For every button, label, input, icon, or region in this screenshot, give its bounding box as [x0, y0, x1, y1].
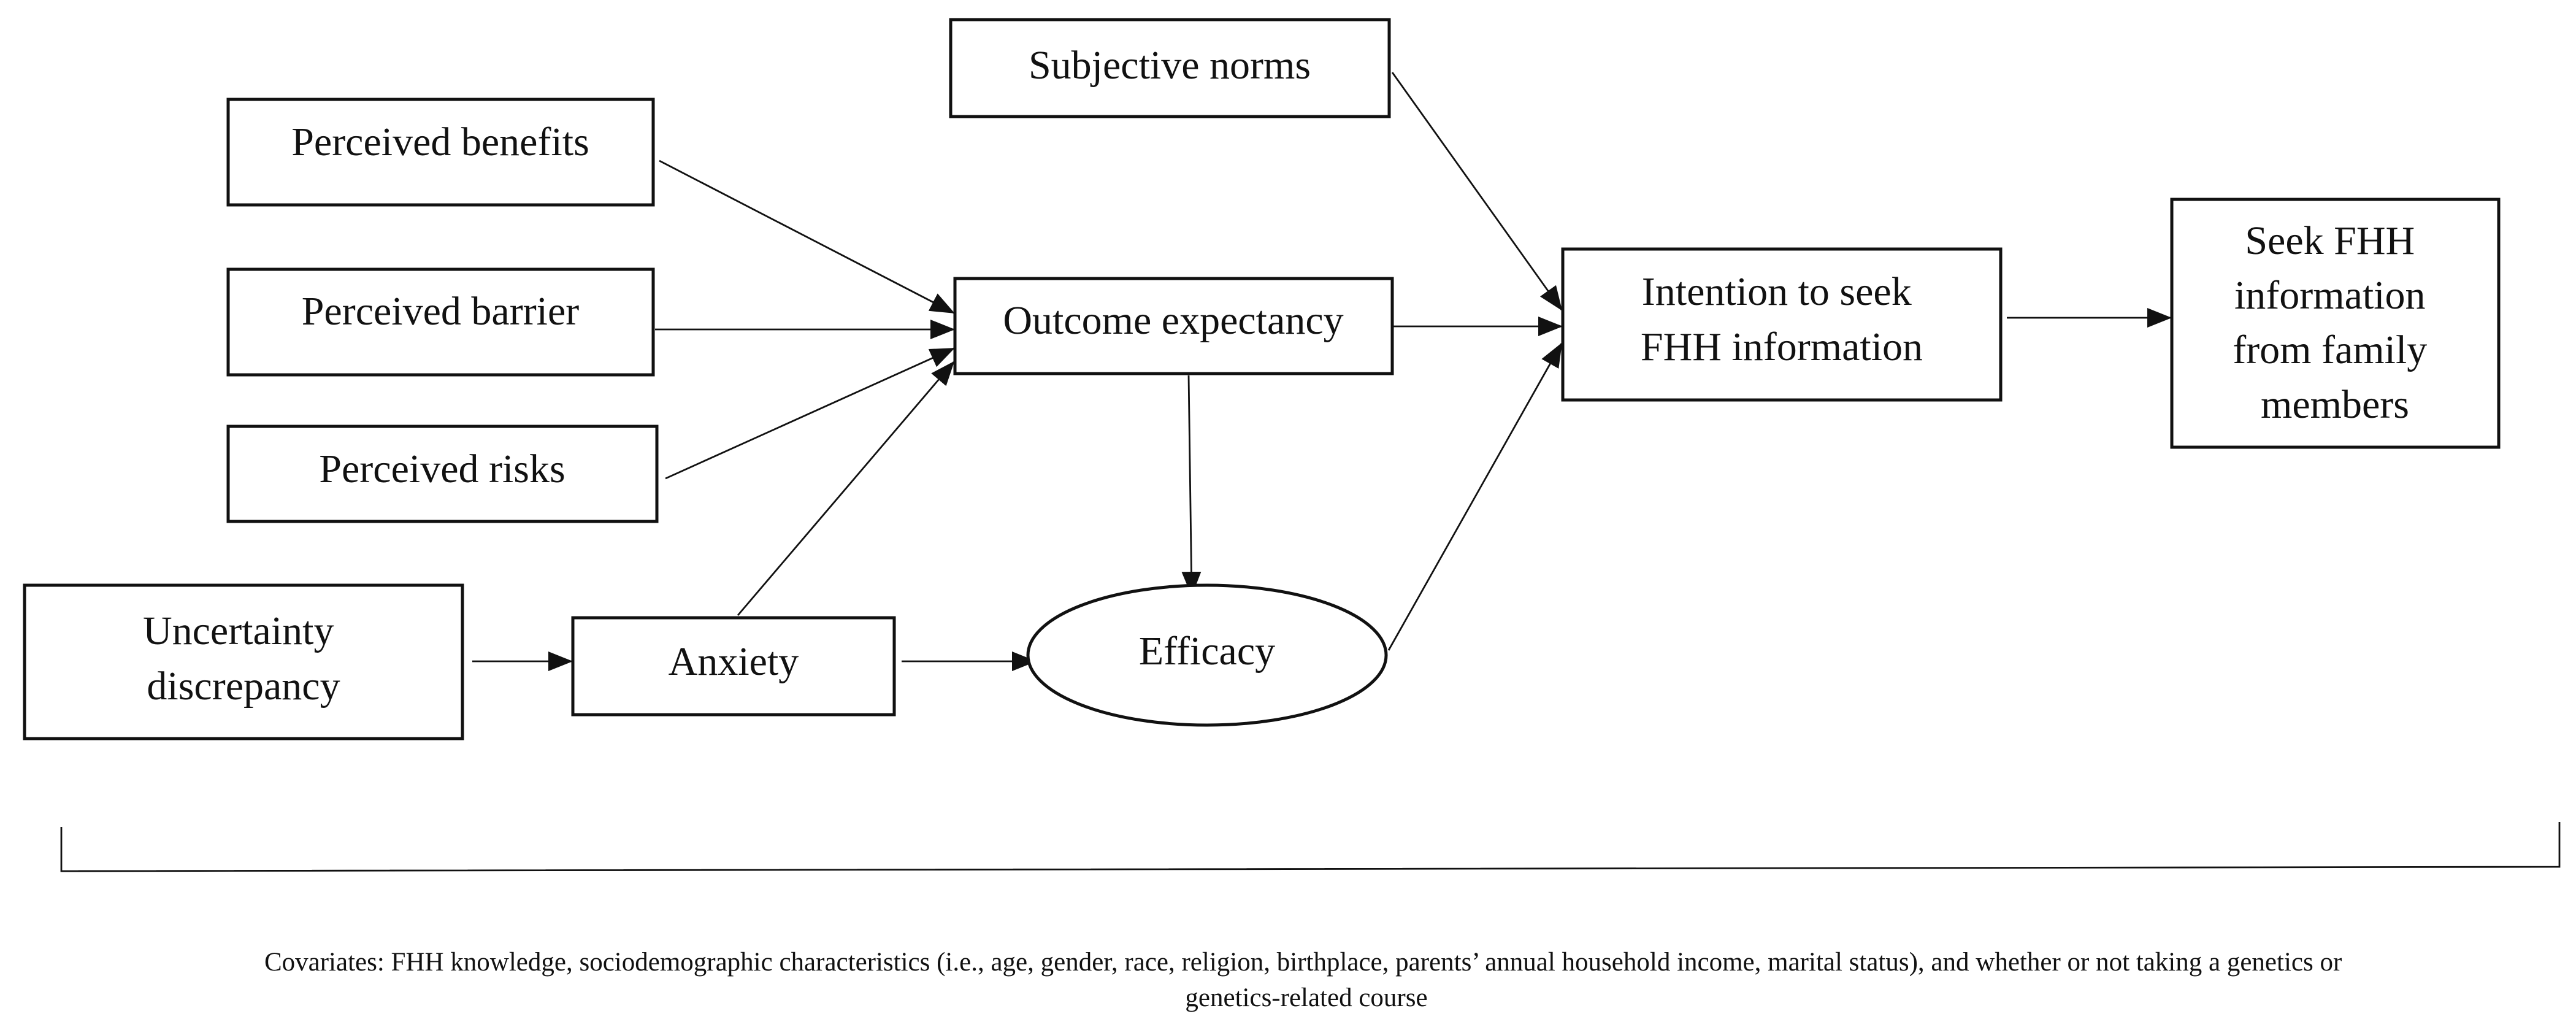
node-label-line-1: Intention to seek: [1642, 269, 1912, 314]
arrow-subjective-norms-to-intention: [1391, 72, 1563, 311]
arrow-perceived-benefits-to-outcome-expectancy: [659, 159, 955, 314]
node-intention-box: [1561, 247, 2003, 402]
svg-text:Anxiety: Anxiety: [669, 639, 799, 684]
node-efficacy-ellipse: [1026, 583, 1388, 727]
node-perceived-benefits: Perceived benefits: [226, 98, 655, 207]
node-label-line-2: FHH information: [1641, 325, 1923, 369]
svg-text:Seek FHH information: Seek FHH information from family members: [2233, 218, 2437, 427]
node-perceived-risks-box: [226, 425, 659, 523]
arrow-outcome-expectancy-to-efficacy: [1181, 375, 1202, 596]
covariates-bracket: [60, 822, 2561, 872]
covariates-caption: Covariates: FHH knowledge, sociodemograp…: [264, 948, 2348, 1012]
node-seek-fhh: Seek FHH information from family members: [2170, 198, 2501, 449]
node-seek-fhh-box: [2170, 198, 2501, 449]
node-efficacy: Efficacy: [1026, 583, 1388, 727]
node-uncertainty-discrepancy: Uncertainty discrepancy: [23, 583, 464, 740]
node-outcome-expectancy-box: [953, 277, 1394, 375]
node-intention: Intention to seek FHH information: [1561, 247, 2003, 402]
node-label: Efficacy: [1139, 629, 1275, 674]
caption-line-1: Covariates: FHH knowledge, sociodemograp…: [264, 948, 2342, 977]
node-label-line-4: members: [2261, 382, 2409, 427]
node-label: Perceived risks: [319, 447, 565, 491]
svg-text:Intention to seek FHH in: Intention to seek FHH information: [1641, 269, 1923, 369]
arrow-efficacy-to-intention: [1387, 342, 1563, 651]
node-label-line-3: from family: [2233, 328, 2427, 372]
node-label-line-2: information: [2234, 273, 2426, 318]
node-subjective-norms-box: [949, 18, 1391, 118]
node-label-line-2: discrepancy: [147, 664, 340, 709]
node-anxiety-box: [571, 616, 896, 717]
node-anxiety: Anxiety: [571, 616, 896, 717]
svg-text:Efficacy: Efficacy: [1139, 629, 1275, 674]
node-label-line-1: Uncertainty: [143, 609, 334, 653]
svg-text:Perceived benefits: Perceived benefits: [291, 120, 589, 164]
node-label: Subjective norms: [1029, 43, 1311, 88]
caption-line-2: genetics-related course: [1185, 983, 1427, 1012]
node-uncertainty-discrepancy-box: [23, 583, 464, 740]
node-label-line-1: Seek FHH: [2245, 218, 2415, 263]
arrow-perceived-risks-to-outcome-expectancy: [665, 347, 955, 480]
node-perceived-barrier-box: [226, 267, 655, 377]
arrow-anxiety-to-outcome-expectancy: [737, 361, 955, 616]
svg-text:Perceived barrier: Perceived barrier: [302, 289, 580, 334]
node-label: Anxiety: [669, 639, 799, 684]
svg-text:Outcome expectancy: Outcome expectancy: [1003, 298, 1343, 343]
svg-text:Subjective norms: Subjective norms: [1029, 43, 1311, 88]
node-outcome-expectancy: Outcome expectancy: [953, 277, 1394, 375]
node-label: Perceived benefits: [291, 120, 589, 164]
svg-text:Uncertainty discrepancy: Uncertainty discrepancy: [143, 609, 344, 709]
node-perceived-benefits-box: [226, 98, 655, 207]
edges-layer: [472, 72, 2172, 671]
node-label: Outcome expectancy: [1003, 298, 1343, 343]
node-perceived-risks: Perceived risks: [226, 425, 659, 523]
node-subjective-norms: Subjective norms: [949, 18, 1391, 118]
node-perceived-barrier: Perceived barrier: [226, 267, 655, 377]
node-label: Perceived barrier: [302, 289, 580, 334]
svg-text:Perceived risks: Perceived risks: [319, 447, 565, 491]
